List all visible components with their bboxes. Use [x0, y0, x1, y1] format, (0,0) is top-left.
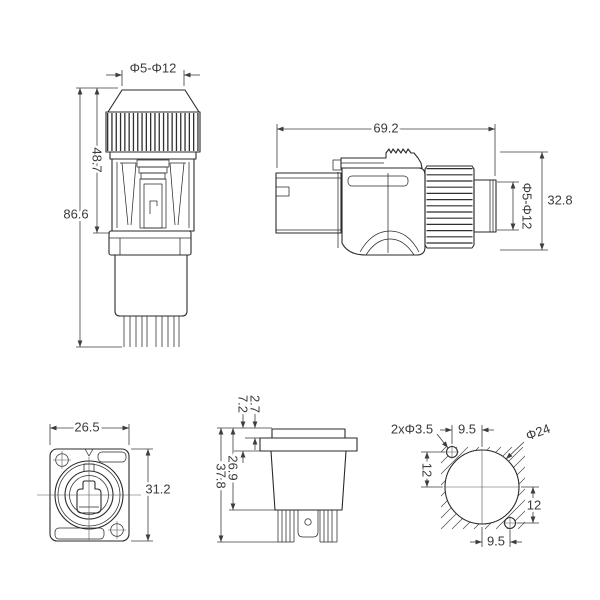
dim-label-front-protrusion: 7.2	[236, 395, 251, 413]
contact-window	[275, 186, 290, 197]
tab-hole	[304, 518, 312, 526]
rear-terminals	[277, 510, 338, 543]
dim-label-total-height: 86.6	[63, 207, 88, 222]
dim-hole-vert-left: 12	[417, 451, 445, 488]
main-shell	[337, 167, 426, 256]
dim-mount-holes: 2xΦ3.5	[388, 419, 449, 449]
cutout-centerlines	[444, 449, 520, 525]
screw-hole-bottom-right	[108, 521, 126, 539]
dim-label-body-depth: 26.9	[226, 455, 241, 480]
dim-label-total-length: 69.2	[373, 121, 398, 136]
dim-label-flange-lip: 2.7	[248, 395, 263, 413]
plug-nose	[275, 172, 342, 234]
screw-hole-top-left	[53, 451, 71, 469]
dim-label-hole-offset-top: 9.5	[458, 422, 476, 437]
shell-slot	[347, 175, 409, 187]
dim-cable-range-top: Φ5-Φ12	[106, 58, 200, 86]
dim-label-hole-vert-left: 12	[420, 463, 435, 477]
dim-total-depth: 37.8	[211, 427, 278, 543]
dim-label-hole-vert-right: 12	[527, 498, 541, 513]
knurled-nut	[424, 165, 475, 249]
hole-centermarks	[445, 445, 517, 530]
dim-label-cable-range-side: Φ5-Φ12	[520, 183, 535, 230]
keyed-contact-carrier	[76, 480, 102, 514]
ground-tab	[297, 510, 319, 538]
cable-boot	[114, 254, 188, 317]
dim-label-flange-width: 26.5	[74, 420, 99, 435]
centerlines-front	[37, 457, 141, 540]
dim-outer-height: 32.8	[500, 151, 575, 251]
boot-arch-inner	[365, 238, 415, 256]
dim-hole-offset-top: 9.5	[440, 419, 494, 447]
dim-total-height: 86.6	[61, 87, 122, 348]
dim-flange-width: 26.5	[49, 417, 130, 445]
boot-arch-outer	[359, 230, 420, 253]
label-slot-top	[97, 451, 127, 463]
dim-flange-lip: 2.7	[245, 392, 265, 450]
dim-label-flange-height: 31.2	[145, 482, 170, 497]
dim-label-mount-holes: 2xΦ3.5	[391, 422, 433, 437]
dim-cable-range-side: Φ5-Φ12	[497, 180, 537, 232]
dim-body-depth: 26.9	[223, 427, 275, 511]
dim-upper-height: 48.7	[76, 87, 118, 234]
cable-gland	[473, 179, 497, 233]
dim-label-upper-height: 48.7	[90, 147, 105, 172]
latch-hook-mark	[149, 200, 158, 214]
cable-plug-front-view: Φ5-Φ12 48.7 86.6	[61, 58, 201, 348]
chassis-socket-front-view: 26.5 31.2	[37, 417, 173, 542]
dim-flange-height: 31.2	[131, 448, 173, 542]
dim-label-total-depth: 37.8	[214, 463, 229, 488]
cable-wires	[123, 316, 180, 347]
dim-total-length: 69.2	[276, 118, 496, 176]
orientation-triangle	[84, 448, 94, 457]
latch-housing	[111, 158, 195, 232]
dim-front-protrusion: 7.2	[233, 392, 260, 463]
dim-label-cable-range: Φ5-Φ12	[130, 61, 177, 76]
dim-hole-vert-right: 12	[517, 486, 544, 524]
dim-label-hole-offset-bottom: 9.5	[487, 534, 505, 549]
dim-label-outer-height: 32.8	[547, 193, 572, 208]
dim-hole-offset-bottom: 9.5	[470, 527, 522, 551]
chassis-socket-side-view: 37.8 26.9 7.2 2.7	[211, 392, 358, 543]
cable-plug-side-view: 69.2 Φ5-Φ12 32.8	[275, 118, 575, 256]
socket-body-side	[270, 450, 347, 511]
release-latch	[332, 148, 423, 171]
